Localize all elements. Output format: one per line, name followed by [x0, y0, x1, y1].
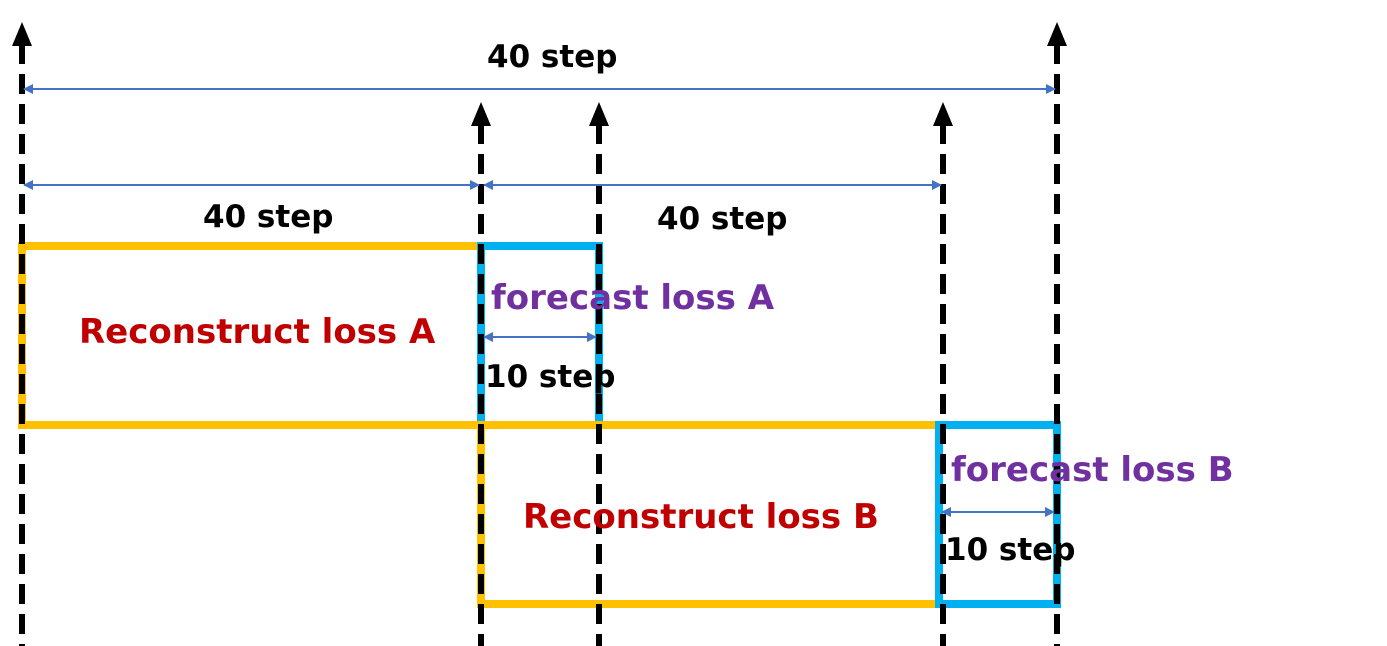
forecast-b-box	[935, 421, 1061, 608]
forecast-a-box	[477, 242, 603, 429]
reconstruct-b-label: Reconstruct loss B	[523, 497, 879, 537]
time-marker-3-arrowhead	[589, 102, 609, 126]
time-marker-5-arrowhead	[1047, 22, 1067, 46]
step-a-label: 10 step	[485, 359, 616, 395]
top-span-label: 40 step	[487, 39, 618, 75]
forecast-a-label: forecast loss A	[491, 278, 775, 318]
forecast-b-label: forecast loss B	[951, 450, 1234, 490]
reconstruct-a-label: Reconstruct loss A	[79, 312, 436, 352]
time-marker-1-arrowhead	[12, 22, 32, 46]
step-b-label: 10 step	[945, 532, 1076, 568]
left-span-label: 40 step	[203, 199, 334, 235]
mid-span-label: 40 step	[657, 201, 788, 237]
time-marker-4-arrowhead	[933, 102, 953, 126]
time-marker-2-arrowhead	[471, 102, 491, 126]
